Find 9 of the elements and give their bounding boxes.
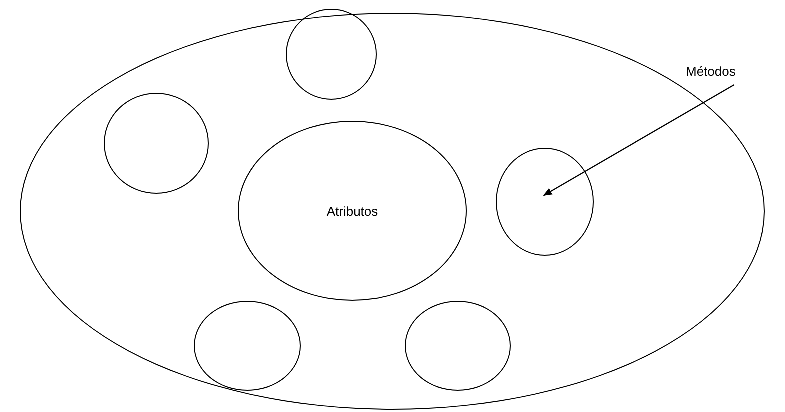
node-label: Atributos — [326, 204, 378, 218]
ellipse-shape — [104, 93, 209, 194]
ellipse-shape — [238, 121, 467, 301]
ellipse-shape — [286, 9, 377, 100]
ellipse-shape — [194, 301, 301, 391]
ellipse-shape — [496, 148, 594, 256]
callout-text: Métodos — [686, 64, 748, 82]
leader-line — [543, 84, 735, 196]
ellipse-shape — [405, 301, 511, 391]
